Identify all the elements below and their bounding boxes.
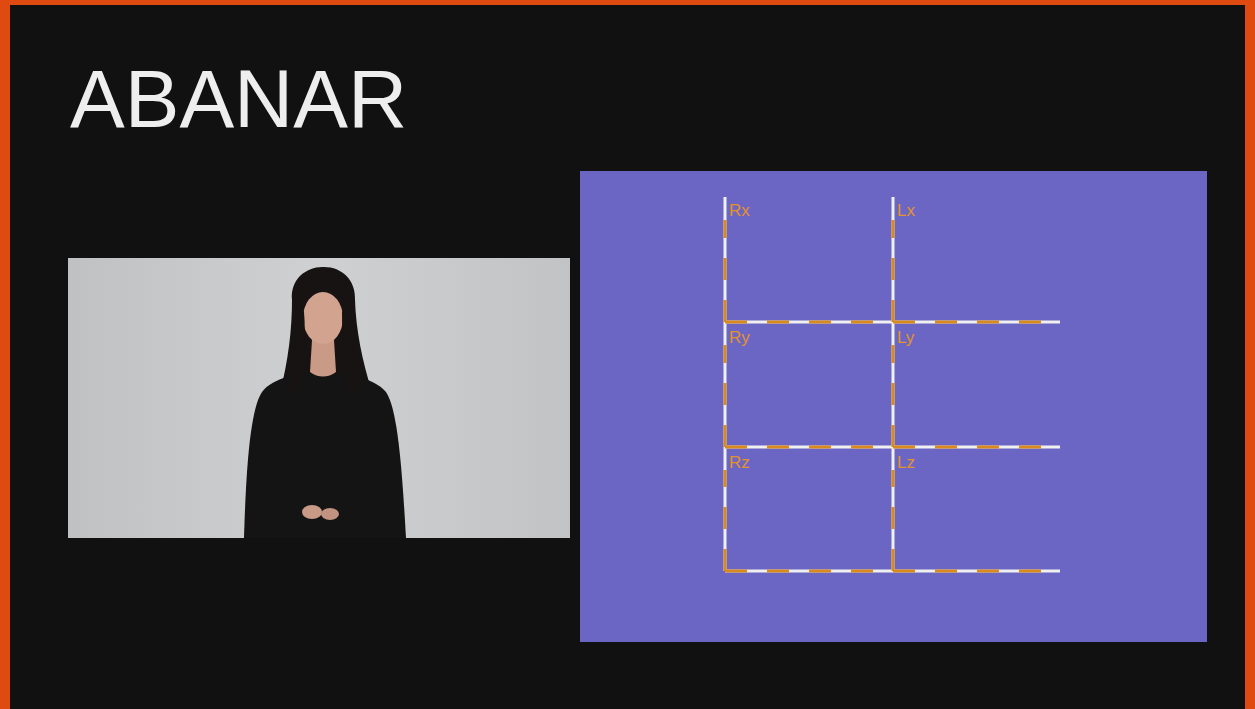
axis-label: Ry (729, 329, 750, 346)
axis-label: Rz (729, 454, 750, 471)
frame-right (1245, 0, 1255, 709)
axis-label: Lz (897, 454, 915, 471)
frame-left (0, 0, 10, 709)
axis-label: Lx (897, 202, 915, 219)
video-frame (68, 258, 570, 538)
axis-label: Ly (897, 329, 914, 346)
axis-label: Rx (729, 202, 750, 219)
plot-axes (725, 197, 1060, 571)
slide-title: ABANAR (70, 58, 407, 140)
frame-top (0, 0, 1255, 5)
plot-panel (580, 171, 1207, 642)
